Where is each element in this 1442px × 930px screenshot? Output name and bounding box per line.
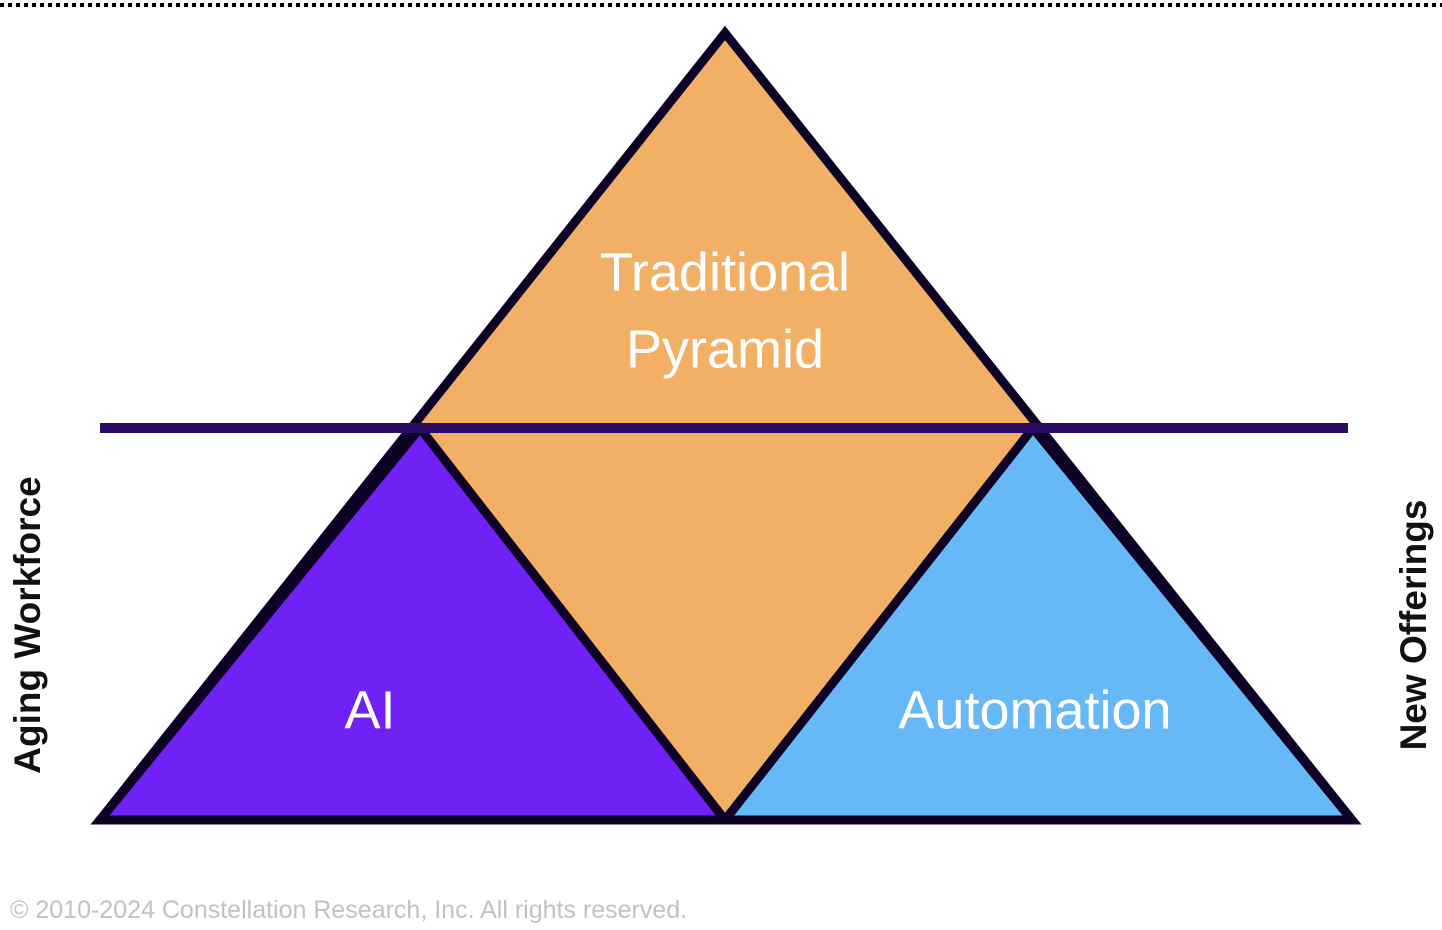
automation-label: Automation xyxy=(898,680,1171,740)
traditional-pyramid-label-line2: Pyramid xyxy=(626,319,824,379)
traditional-pyramid-label-line1: Traditional xyxy=(600,242,850,302)
top-dotted-divider xyxy=(0,3,1442,7)
right-axis-label: New Offerings xyxy=(1393,499,1434,751)
left-axis-label: Aging Workforce xyxy=(7,476,48,774)
ai-label: AI xyxy=(344,680,395,740)
left-axis-label-container: Aging Workforce xyxy=(0,425,56,825)
right-axis-label-container: New Offerings xyxy=(1386,425,1442,825)
copyright-footer: © 2010-2024 Constellation Research, Inc.… xyxy=(10,896,688,924)
